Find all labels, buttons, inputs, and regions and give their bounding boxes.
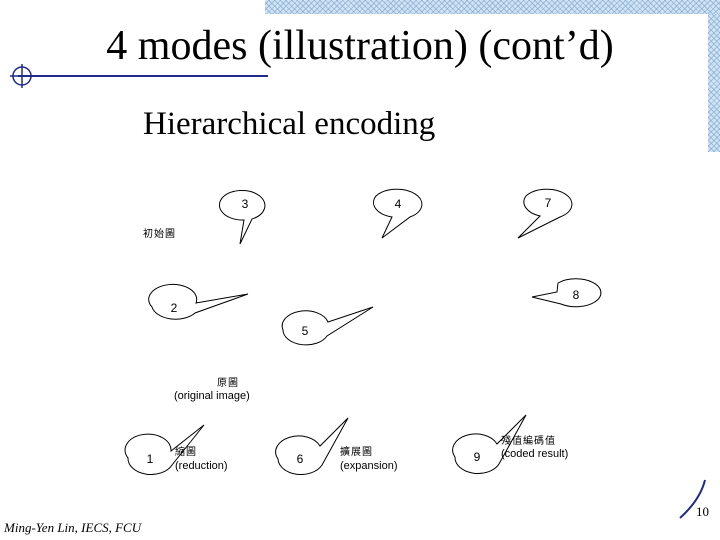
label-expansion-cn: 擴展圖	[340, 447, 373, 458]
callout-9-number: 9	[473, 450, 481, 464]
callout-5-shape	[281, 306, 374, 346]
label-coded-cn: 殘值編碼值	[501, 436, 556, 447]
crosshair-ornament	[10, 64, 34, 88]
callout-4-number: 4	[394, 197, 402, 211]
callout-3-number: 3	[241, 197, 249, 211]
callout-3-shape	[218, 190, 266, 245]
callout-2-number: 2	[170, 301, 178, 315]
callout-8-number: 8	[572, 288, 580, 302]
label-original-cn: 原圖	[217, 378, 239, 389]
decorative-top-pattern	[265, 0, 720, 14]
footer-author: Ming-Yen Lin, IECS, FCU	[4, 520, 142, 535]
label-initial-cn: 初始圖	[143, 229, 176, 240]
callout-1-number: 1	[146, 452, 154, 466]
callout-6-shape	[275, 417, 349, 475]
callout-6-number: 6	[296, 452, 304, 466]
page-number: 10	[696, 504, 709, 519]
callout-9-shape	[452, 414, 527, 474]
callout-5-number: 5	[301, 324, 309, 338]
label-expansion-en: (expansion)	[340, 460, 398, 472]
label-coded-en: (coded result)	[501, 448, 569, 460]
callout-1-shape	[124, 424, 205, 475]
arc-ornament	[679, 479, 706, 519]
decorative-side-pattern	[708, 14, 720, 152]
callout-7-number: 7	[544, 196, 552, 210]
label-original-en: (original image)	[174, 390, 250, 402]
label-reduction-cn: 縮圖	[175, 447, 197, 458]
callout-7-shape	[517, 188, 573, 239]
label-reduction-en: (reduction)	[175, 460, 228, 472]
slide-title: 4 modes (illustration) (cont’d)	[106, 23, 614, 69]
slide-subtitle: Hierarchical encoding	[143, 106, 436, 142]
callout-2-shape	[148, 283, 249, 320]
callout-4-shape	[373, 188, 423, 239]
callout-8-shape	[531, 278, 602, 308]
title-underline	[18, 75, 268, 77]
